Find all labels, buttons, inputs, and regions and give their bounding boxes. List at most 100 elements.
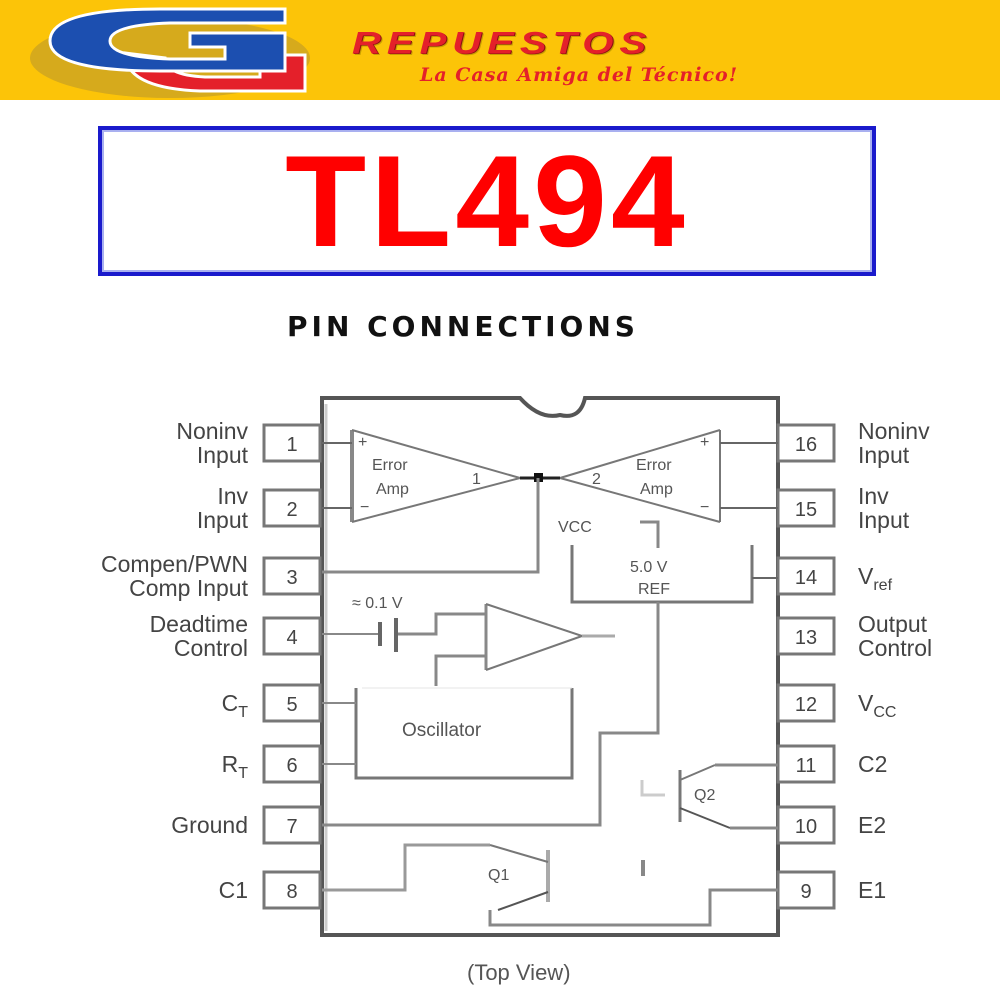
pin-label-subscript: CC [873, 704, 896, 721]
pin-label-line: Compen/PWN [101, 551, 248, 577]
right-pin-10: 10 E2 [776, 805, 886, 845]
comparator-input-wire-2 [434, 654, 486, 686]
view-label: (Top View) [467, 960, 571, 985]
error-amp-2-plus: + [700, 434, 709, 451]
left-pin-5: 5 CT [222, 683, 322, 723]
pin-label: RT [222, 751, 249, 782]
ref-to-ground-wire [322, 602, 660, 827]
pin-label-subscript: T [238, 765, 248, 782]
pin-label: VCC [858, 690, 896, 721]
ic-body-outline [320, 396, 780, 937]
pin-number: 15 [795, 499, 817, 521]
error-amp-1-plus: + [358, 434, 367, 451]
pin-number: 14 [795, 567, 817, 589]
deadtime-comparator [484, 603, 615, 671]
pin-label-line: Inv [858, 483, 889, 509]
pin-label-main: V [858, 690, 874, 716]
transistor-q1: Q1 [322, 843, 778, 927]
pin-label-line: E1 [858, 877, 886, 903]
pin-label-line: Input [197, 442, 249, 468]
pin-box [262, 805, 322, 845]
pin-label-line: E2 [858, 812, 886, 838]
pin-label-main: C [222, 690, 239, 716]
pin-number: 10 [795, 816, 817, 838]
pin-label-line: Output [858, 611, 928, 637]
brand-banner: GG REPUESTOS La Casa Amiga del Técnico! [0, 0, 1000, 100]
left-pin-8: 8 C1 [219, 870, 322, 910]
comparator-input-wire-1 [398, 612, 486, 636]
pin-label-subscript: T [238, 704, 248, 721]
pin-number: 12 [795, 694, 817, 716]
pin-number: 2 [286, 499, 297, 521]
oscillator-block: Oscillator [354, 687, 574, 780]
part-number-box: TL494 [98, 126, 876, 276]
pin-label-main: R [222, 751, 239, 777]
left-pin-7: 7 Ground [171, 805, 322, 845]
pin-label-line: Comp Input [129, 575, 249, 601]
section-title: PIN CONNECTIONS [287, 310, 639, 343]
pin-label: Vref [858, 563, 893, 594]
error-amp-2-number: 2 [592, 471, 601, 488]
pin-label-line: Input [197, 507, 249, 533]
feedback-wire [322, 478, 540, 574]
right-pin-12: 12 VCC [776, 683, 896, 723]
pin-label-main: V [858, 563, 874, 589]
q1-label: Q1 [488, 867, 509, 884]
reference-block: 5.0 V REF [570, 545, 754, 604]
deadtime-offset-label: ≈ 0.1 V [352, 595, 403, 612]
left-pin-6: 6 RT [222, 744, 322, 784]
oscillator-label: Oscillator [402, 720, 482, 741]
pin-label-line: Noninv [858, 418, 930, 444]
error-amp-2-minus: − [700, 499, 709, 516]
pin-number: 7 [286, 816, 297, 838]
error-amp-2-label-line1: Error [636, 457, 672, 474]
pin-box [262, 423, 322, 463]
pin-box [776, 805, 836, 845]
error-amp-1: + Error Amp − 1 [322, 429, 521, 523]
brand-name: REPUESTOS [352, 26, 652, 61]
brand-tagline: La Casa Amiga del Técnico! [420, 64, 739, 86]
pin-box [262, 488, 322, 528]
part-number-title: TL494 [285, 128, 689, 274]
pin-label-line: Ground [171, 812, 248, 838]
vcc-wire [640, 520, 660, 548]
pin-box [776, 870, 836, 910]
error-amp-2: + Error Amp − 2 [559, 429, 778, 523]
pin-number: 1 [286, 434, 297, 456]
right-pin-14: 14 Vref [776, 556, 893, 596]
transistor-q2: Q2 [640, 763, 778, 830]
pin-number: 16 [795, 434, 817, 456]
pin-label-line: Input [858, 507, 910, 533]
pin-label-line: Noninv [176, 418, 248, 444]
pin-box [262, 683, 322, 723]
error-amp-1-label-line1: Error [372, 457, 408, 474]
pin-box [262, 556, 322, 596]
pin-label: CT [222, 690, 249, 721]
pin-number: 5 [286, 694, 297, 716]
pin-box [262, 870, 322, 910]
pin-number: 6 [286, 755, 297, 777]
error-amp-1-minus: − [360, 499, 369, 516]
pin-box [776, 616, 836, 656]
error-amp-1-number: 1 [472, 471, 481, 488]
pin-label-subscript: ref [873, 577, 892, 594]
gg-logo-icon: GG [30, 7, 310, 98]
pin-box [262, 744, 322, 784]
pin-box [776, 683, 836, 723]
pin-label-line: Input [858, 442, 910, 468]
pin-label-line: C1 [219, 877, 248, 903]
reference-label-line1: 5.0 V [630, 559, 668, 576]
pin-number: 8 [286, 881, 297, 903]
pin-box [262, 616, 322, 656]
